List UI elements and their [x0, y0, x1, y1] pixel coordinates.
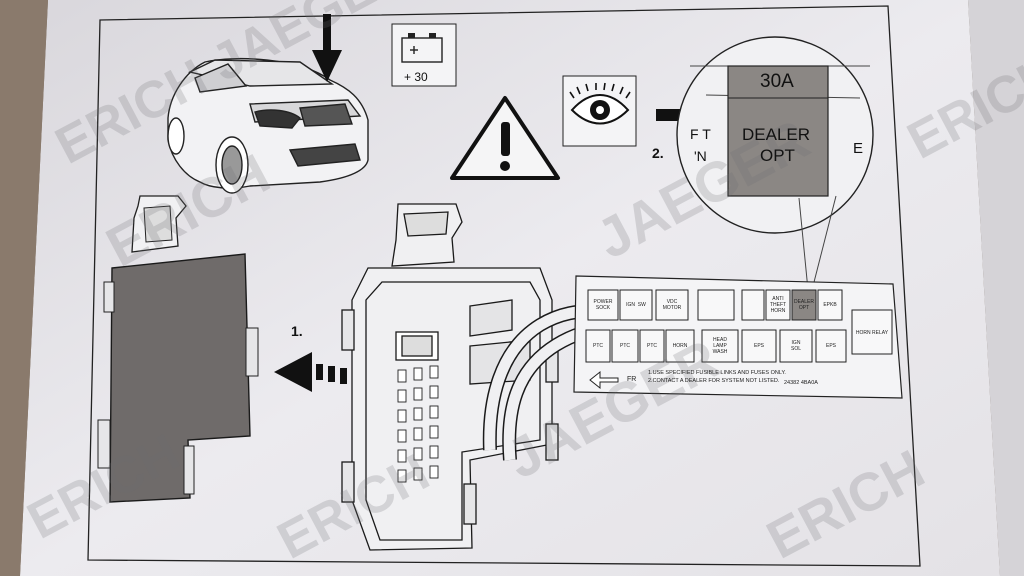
fuse-slot-label: EPS	[825, 343, 836, 349]
zoom-left-fragment-1: F T	[690, 126, 711, 142]
paper-edge-right	[968, 0, 1024, 576]
fuse-slot-label: POWER SOCK	[593, 299, 613, 311]
zoom-left-fragment-2: 'N	[694, 148, 707, 164]
fuse-slot	[701, 329, 739, 363]
fuse-slot	[619, 289, 653, 321]
fuse-label-panel	[573, 275, 903, 399]
zoom-fuse-label-line1: DEALER	[742, 125, 811, 144]
direction-label: FR	[627, 376, 637, 383]
fuse-slot	[741, 289, 765, 321]
zoom-fuse-label-line2: OPT	[760, 146, 795, 165]
fuse-slot	[665, 329, 695, 363]
fuse-slot-label: PTC	[647, 343, 657, 349]
step-2-label: 2.	[652, 145, 664, 161]
paper-edge-left	[0, 0, 48, 576]
fuse-slot	[697, 289, 735, 321]
fuse-slot-label: DEALER OPT	[793, 299, 814, 311]
step-1-label: 1.	[291, 323, 303, 339]
dealer-opt-fuse	[727, 65, 829, 197]
fuse-slot	[639, 329, 665, 363]
fuse-slot-label: IGN SOL	[790, 340, 801, 352]
zoom-callout	[676, 36, 874, 291]
fuse-slot	[655, 289, 689, 321]
fuse-slot-label: VDC MOTOR	[662, 299, 682, 311]
warning-icon	[450, 96, 560, 180]
fuse-box-cover	[97, 195, 259, 503]
fuse-slot	[791, 289, 817, 321]
fuse-slot	[815, 329, 847, 363]
battery-label: + 30	[404, 70, 428, 84]
panel-note-2: 2.CONTACT A DEALER FOR SYSTEM NOT LISTED…	[648, 378, 780, 384]
fuse-slot-label: EPS	[753, 343, 764, 349]
diagram-frame	[87, 5, 921, 567]
fuse-slot-label: HEAD LAMP WASH	[712, 337, 728, 355]
panel-part-number: 24382 4BA0A	[784, 380, 818, 386]
fuse-slot-label: EPKB	[823, 302, 837, 308]
eye-icon	[562, 75, 637, 147]
hood-arrow-icon	[312, 14, 342, 82]
zoom-fuse-rating: 30A	[760, 71, 794, 92]
battery-icon	[391, 23, 457, 87]
fuse-slot	[741, 329, 777, 363]
horn-relay-box	[851, 309, 893, 355]
panel-note-1: 1.USE SPECIFIED FUSIBLE LINKS AND FUSES …	[648, 370, 786, 376]
fuse-slot	[765, 289, 791, 321]
fuse-slot	[611, 329, 639, 363]
fuse-slot-label: PTC	[593, 343, 603, 349]
fuse-slot	[587, 289, 619, 321]
fuse-slot	[779, 329, 813, 363]
fuse-slot-label: IGN SW	[626, 302, 646, 308]
fuse-slot-label: PTC	[620, 343, 630, 349]
fuse-slot	[817, 289, 843, 321]
car-illustration	[167, 57, 369, 194]
fuse-slot-label: ANTI THEFT HORN	[769, 296, 787, 314]
horn-relay-label: HORN RELAY	[855, 330, 889, 336]
zoom-right-fragment: E	[853, 140, 864, 157]
fuse-slot-label: HORN	[672, 343, 688, 349]
fuse-slot	[585, 329, 611, 363]
front-direction-arrow-icon	[589, 370, 619, 390]
